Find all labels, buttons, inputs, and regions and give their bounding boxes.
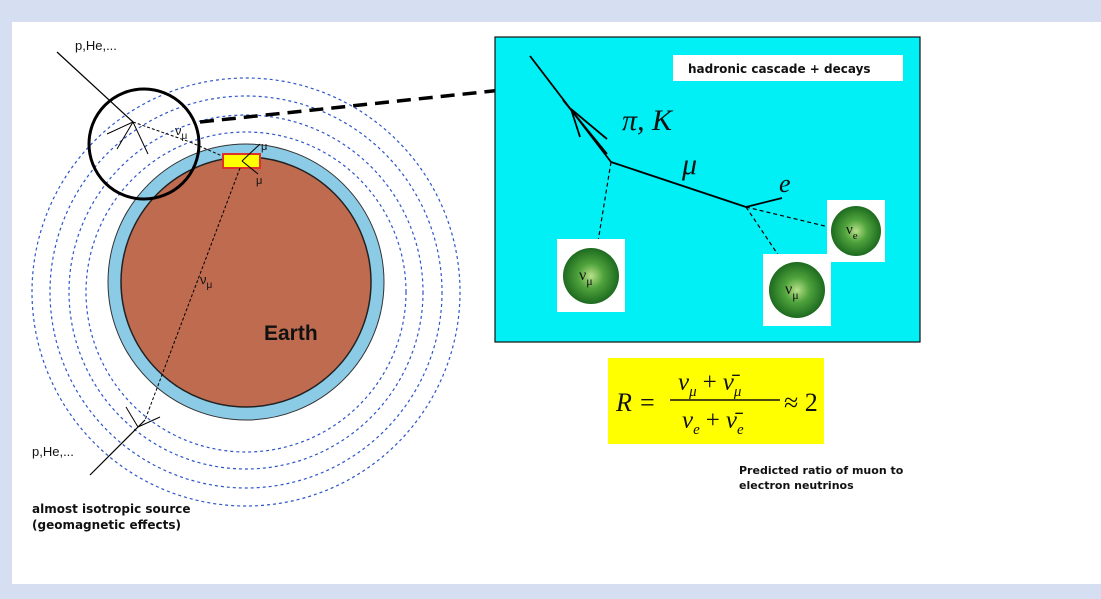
formula-lhs: R = [615,388,656,417]
magnifier-circle [89,89,199,199]
detector-box [223,154,260,168]
mu-label-top: μ [261,141,267,153]
neutrino-ball-mu-2: νμ [763,254,831,326]
isotropic-caption-line2: (geomagnetic effects) [32,518,181,532]
isotropic-caption-line1: almost isotropic source [32,502,191,516]
neutrino-diagram: Earth p,He,... νμ μ μ νμ p,He,... almost… [12,22,1101,584]
bottom-shower-2 [126,407,138,427]
mu-label-bottom: μ [256,175,262,187]
earth-disc [121,157,371,407]
primary-track-top [57,52,133,122]
e-label: e [779,169,791,198]
ratio-caption-line2: electron neutrinos [739,479,854,492]
earth-label: Earth [264,322,318,345]
nu-mu-label-near-circle: νμ [175,123,188,142]
pi-k-label: π, K [622,104,674,137]
formula-denominator: νe+ν̄e [682,407,744,438]
mu-label: μ [681,148,697,181]
neutrino-ball-e: νe [827,200,885,262]
primary-label-top: p,He,... [75,38,117,53]
formula-numerator: νμ+ν̄μ [678,369,742,400]
cascade-title: hadronic cascade + decays [688,62,871,76]
primary-label-bottom: p,He,... [32,444,74,459]
neutrino-ball-mu-1: νμ [557,239,625,312]
slide: Earth p,He,... νμ μ μ νμ p,He,... almost… [12,22,1101,584]
earth-group: Earth [32,78,460,506]
ratio-caption-line1: Predicted ratio of muon to [739,464,904,477]
formula-approx: ≈ 2 [784,388,818,417]
